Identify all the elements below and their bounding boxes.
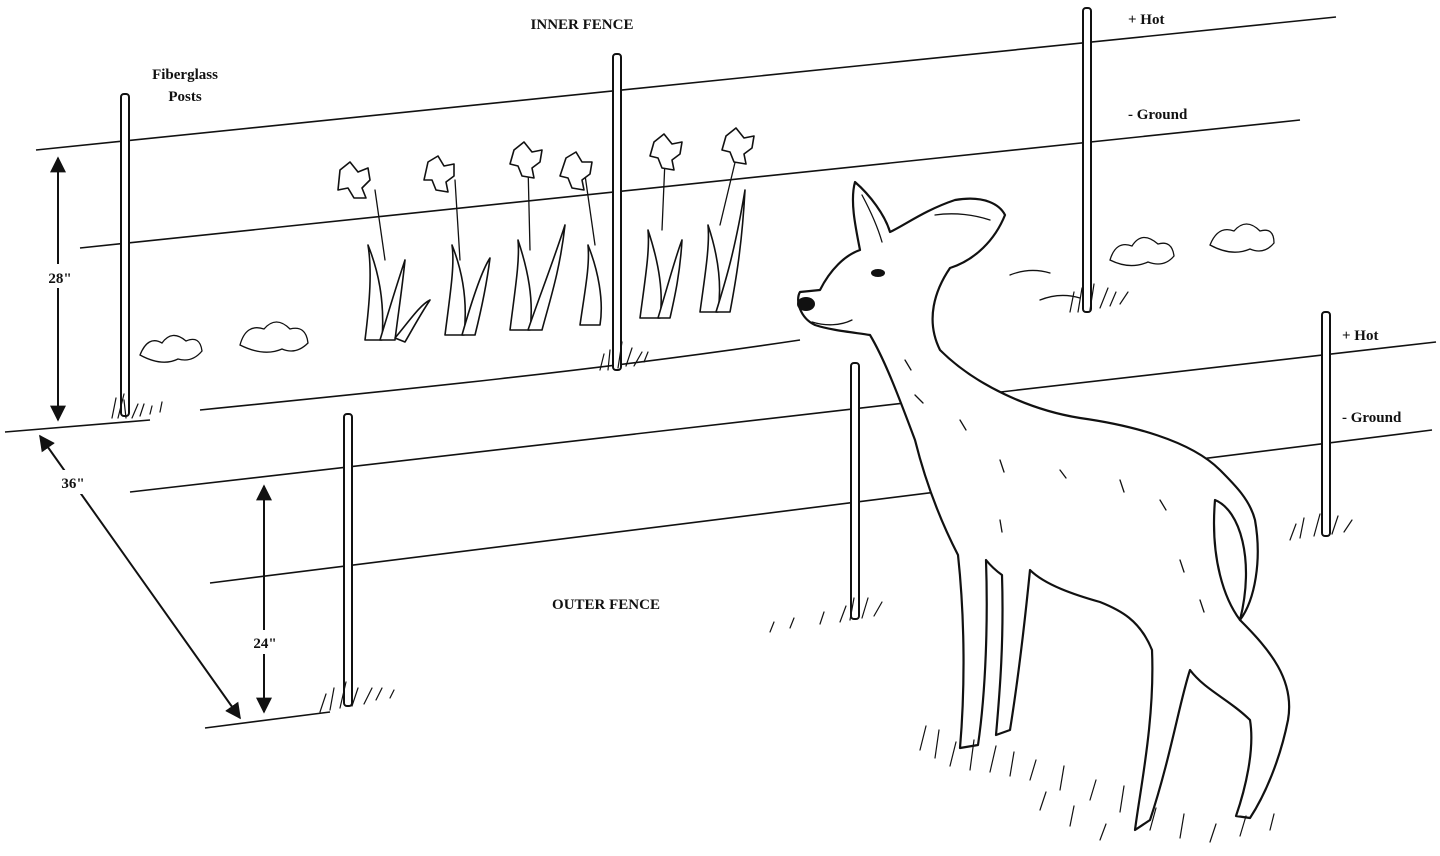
- inner-ground-wire: [80, 120, 1300, 248]
- outer-post-3: [1322, 312, 1330, 536]
- outer-fence-label: OUTER FENCE: [552, 597, 660, 613]
- outer-ground-line: [205, 712, 330, 728]
- flower-bed: [338, 128, 754, 342]
- spacing-label: 36": [61, 476, 84, 492]
- deer-illustration: [797, 182, 1289, 842]
- inner-post-2: [613, 54, 621, 370]
- fiberglass-label-line1: Fiberglass: [152, 67, 218, 83]
- inner-height-label: 28": [48, 271, 71, 287]
- inner-hot-wire: [36, 17, 1336, 150]
- inner-post-1: [121, 94, 129, 416]
- inner-hot-label: + Hot: [1128, 12, 1164, 28]
- outer-hot-wire: [130, 342, 1436, 492]
- inner-post-3: [1083, 8, 1091, 312]
- outer-hot-label: + Hot: [1342, 328, 1378, 344]
- fiberglass-label-line2: Posts: [168, 89, 201, 105]
- dimension-inner-height: [46, 158, 74, 420]
- outer-post-2: [851, 363, 859, 619]
- outer-height-label: 24": [253, 636, 276, 652]
- outer-post-1: [344, 414, 352, 706]
- outer-ground-label: - Ground: [1342, 410, 1402, 426]
- inner-fence-label: INNER FENCE: [531, 17, 634, 33]
- inner-ground-label: - Ground: [1128, 107, 1188, 123]
- dimension-outer-height: [250, 486, 280, 712]
